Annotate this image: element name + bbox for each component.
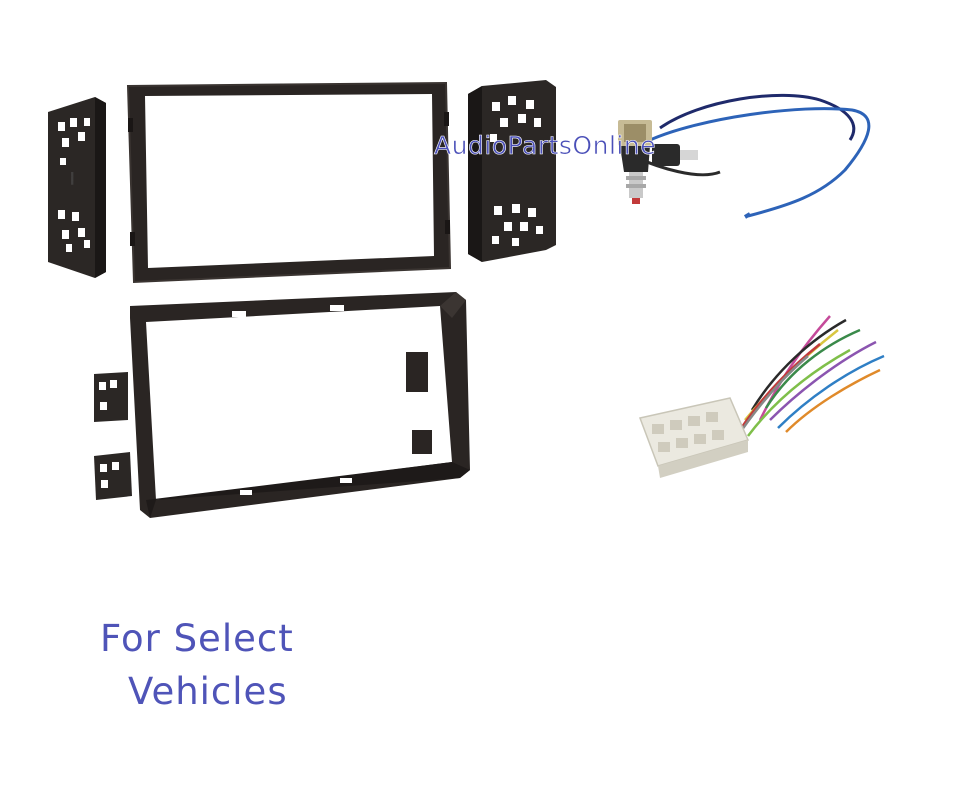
- right-mounting-bracket-icon: [468, 80, 556, 262]
- radio-mounting-cage-icon: [94, 292, 470, 518]
- watermark-text: AudioPartsOnline: [434, 131, 657, 161]
- svg-text:═══: ═══: [68, 171, 76, 185]
- wiring-harness-icon: [638, 315, 885, 478]
- left-mounting-bracket-icon: ═══: [48, 97, 106, 278]
- dash-trim-bezel-icon: [126, 81, 452, 284]
- caption-line-2: Vehicles: [128, 670, 288, 713]
- caption: For Select Vehicles: [100, 612, 400, 718]
- antenna-adapter-cable-icon: [618, 93, 871, 219]
- caption-line-1: For Select: [100, 617, 294, 660]
